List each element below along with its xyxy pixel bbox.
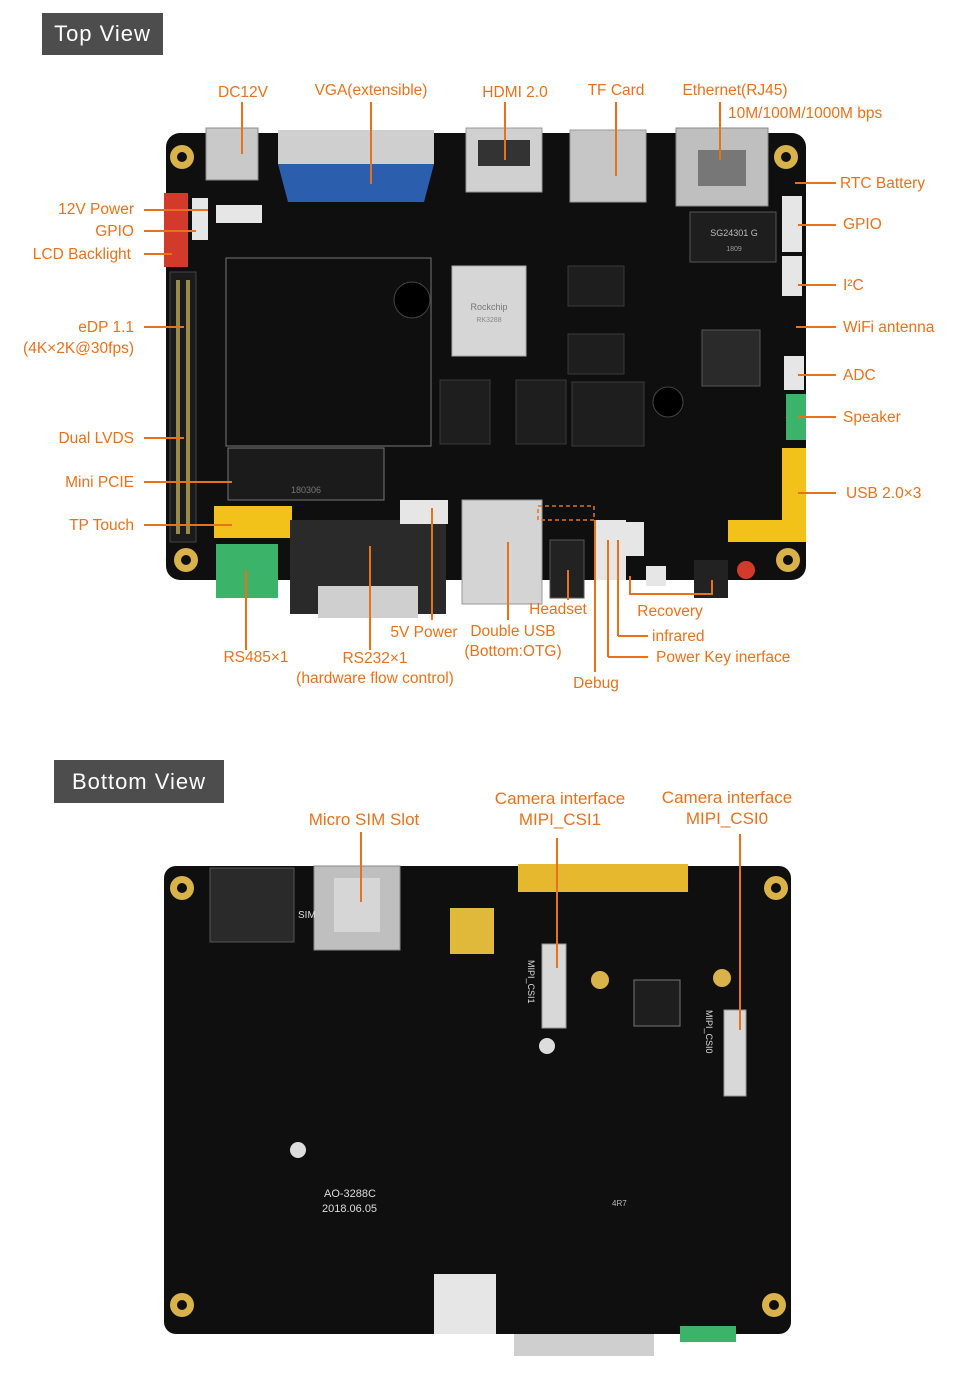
- label-power-key: Power Key inerface: [656, 649, 791, 666]
- wifi-module-text: SG24301 G: [710, 228, 758, 238]
- label-tf-card: TF Card: [587, 82, 645, 99]
- label-infrared: infrared: [652, 628, 705, 645]
- label-usb: USB 2.0×3: [846, 485, 922, 502]
- label-micro-sim: Micro SIM Slot: [308, 810, 420, 829]
- bottom-view-header: Bottom View: [54, 760, 224, 803]
- pcie-code-text: 180306: [291, 485, 321, 495]
- label-rs232-note: (hardware flow control): [296, 670, 454, 687]
- label-ethernet: Ethernet(RJ45): [682, 82, 788, 99]
- label-ethernet-speed: 10M/100M/1000M bps: [728, 105, 883, 122]
- label-recovery: Recovery: [637, 603, 703, 620]
- bottom-sim-silk: SIM: [298, 910, 316, 921]
- bottom-mipi0-silk: MIPI_CSI0: [704, 1010, 714, 1054]
- label-speaker: Speaker: [843, 409, 901, 426]
- bottom-mipi1-silk: MIPI_CSI1: [526, 960, 536, 1004]
- label-cam0-name: MIPI_CSI0: [685, 809, 769, 828]
- label-gpio-left: GPIO: [95, 223, 134, 240]
- label-double-usb: Double USB: [470, 623, 556, 640]
- label-double-usb-note: (Bottom:OTG): [464, 643, 562, 660]
- label-debug: Debug: [573, 675, 619, 692]
- label-dc12v: DC12V: [218, 84, 268, 101]
- bottom-inductor-text: 4R7: [612, 1199, 627, 1208]
- bottom-date-text: 2018.06.05: [322, 1203, 377, 1215]
- label-vga: VGA(extensible): [314, 82, 428, 99]
- label-12v-power: 12V Power: [58, 201, 134, 218]
- label-tp-touch: TP Touch: [69, 517, 134, 534]
- label-rs232: RS232×1: [342, 650, 408, 667]
- soc-brand-text: Rockchip: [470, 302, 507, 312]
- bottom-model-text: AO-3288C: [324, 1188, 376, 1200]
- label-headset: Headset: [529, 601, 587, 618]
- label-i2c: I²C: [843, 277, 864, 294]
- label-adc: ADC: [843, 367, 876, 384]
- label-gpio-right: GPIO: [843, 216, 882, 233]
- label-edp-resolution: (4K×2K@30fps): [23, 340, 134, 357]
- soc-model-text: RK3288: [476, 317, 501, 324]
- top-view-header: Top View: [42, 13, 163, 55]
- label-dual-lvds: Dual LVDS: [58, 430, 134, 447]
- label-mini-pcie: Mini PCIE: [65, 474, 134, 491]
- label-lcd-backlight: LCD Backlight: [32, 246, 131, 263]
- label-edp: eDP 1.1: [78, 319, 134, 336]
- wifi-code-text: 1809: [726, 246, 742, 253]
- label-rtc-battery: RTC Battery: [840, 175, 925, 192]
- label-wifi-antenna: WiFi antenna: [843, 319, 935, 336]
- label-rs485: RS485×1: [223, 649, 289, 666]
- label-cam1-title: Camera interface: [494, 789, 626, 808]
- label-5v-power: 5V Power: [390, 624, 458, 641]
- label-cam0-title: Camera interface: [661, 788, 793, 807]
- label-cam1-name: MIPI_CSI1: [518, 810, 602, 829]
- label-hdmi: HDMI 2.0: [482, 84, 548, 101]
